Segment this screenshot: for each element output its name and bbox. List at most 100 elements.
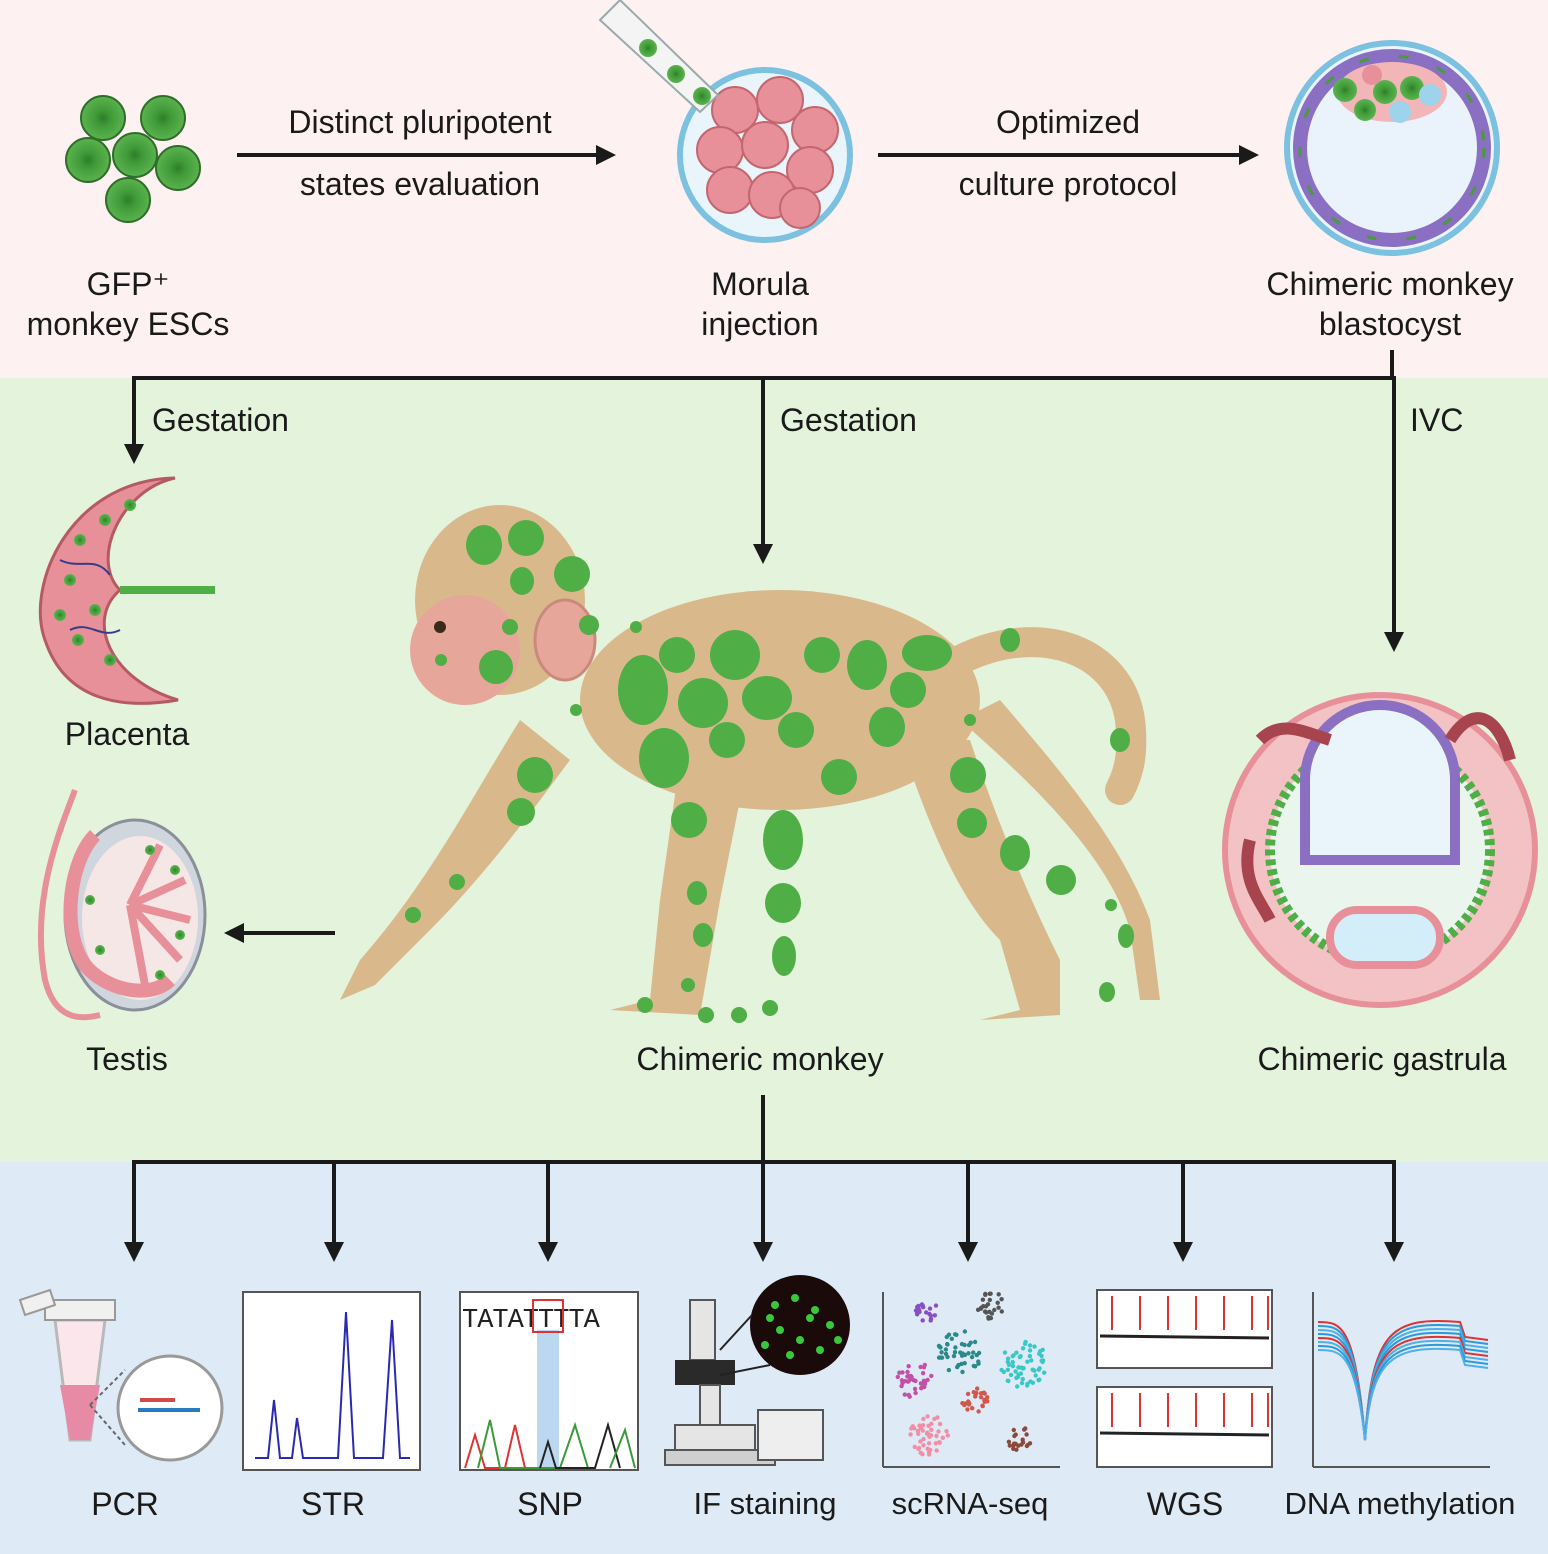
chimeric-gastrula-icon [1222,692,1538,1008]
arrow1-label-line1: Distinct pluripotent [288,104,552,140]
umap-point [920,1423,926,1428]
umap-point [960,1369,965,1375]
umap-point [956,1362,961,1368]
umap-point [976,1359,981,1364]
bottom-branch-connector [124,1095,1404,1262]
placenta-label: Placenta [64,716,190,752]
umap-point [1015,1374,1021,1380]
arrow2-label-line1: Optimized [995,104,1141,140]
morula-label-line1: Morula [711,266,809,302]
umap-point [933,1303,939,1308]
assay-label-dna-methylation: DNA methylation [1284,1486,1516,1521]
umap-point [973,1364,978,1369]
umap-point [913,1390,918,1396]
umap-point [949,1336,954,1342]
umap-point [973,1393,978,1399]
umap-point [945,1354,950,1360]
dna-methylation-icon [1312,1292,1490,1468]
umap-point [909,1426,914,1431]
umap-point [916,1446,921,1452]
pcr-tube-icon [18,1288,224,1462]
umap-point [920,1318,925,1323]
umap-point [995,1300,1000,1306]
umap-point [1005,1367,1010,1373]
umap-point [917,1423,922,1428]
scrna-umap-icon [882,1291,1060,1468]
umap-point [926,1441,932,1446]
umap-point [962,1402,967,1408]
assay-label-snp: SNP [517,1486,583,1522]
umap-point [919,1302,925,1307]
umap-point [918,1381,924,1386]
umap-point [971,1390,976,1395]
umap-point [928,1316,934,1321]
snp-sequence: TATATTTTA [462,1306,601,1336]
arrow2-label-line2: culture protocol [958,166,1178,202]
umap-point [1012,1433,1017,1439]
umap-point [1025,1381,1030,1387]
umap-point [944,1334,949,1340]
umap-point [1020,1346,1026,1351]
umap-point [965,1391,971,1397]
umap-point [920,1428,925,1433]
umap-point [926,1423,931,1429]
umap-point [966,1351,971,1356]
umap-point [1032,1344,1037,1349]
umap-point [925,1446,930,1452]
umap-point [962,1352,968,1358]
microscope-icon [664,1275,850,1466]
umap-point [921,1443,926,1448]
umap-point [1040,1347,1045,1353]
umap-point [1010,1359,1015,1365]
umap-point [940,1435,945,1441]
umap-point [917,1309,922,1315]
umap-point [974,1352,979,1358]
umap-point [1018,1371,1024,1376]
umap-point [906,1392,911,1398]
umap-point [1020,1440,1026,1445]
umap-point [962,1329,968,1334]
umap-point [924,1310,929,1315]
chimeric-gastrula-label: Chimeric gastrula [1257,1041,1507,1077]
umap-point [936,1355,942,1360]
umap-point [933,1441,938,1446]
umap-point [986,1316,991,1321]
assay-label-pcr: PCR [91,1486,159,1522]
umap-point [1019,1365,1024,1370]
umap-point [921,1365,927,1370]
umap-point [913,1378,918,1384]
placenta-icon [38,476,215,705]
umap-point [905,1369,910,1375]
arrow1-label-line2: states evaluation [299,166,541,202]
umap-point [1037,1366,1042,1371]
umap-point [929,1427,934,1433]
assay-label-scrna-seq: scRNA-seq [891,1486,1049,1521]
umap-point [978,1391,984,1396]
umap-point [895,1374,900,1380]
umap-point [1041,1358,1046,1363]
umap-point [932,1416,937,1422]
umap-point [1020,1376,1025,1382]
morula-label: Morula injection [640,264,880,344]
umap-point [1015,1384,1020,1389]
umap-point [1005,1359,1010,1365]
umap-point [976,1409,981,1414]
umap-point [937,1440,942,1445]
umap-point [915,1428,921,1434]
umap-point [1006,1378,1011,1384]
umap-point [958,1350,963,1355]
umap-point [945,1341,950,1347]
umap-point [980,1297,986,1302]
umap-point [975,1386,980,1391]
umap-point [912,1444,917,1450]
umap-point [971,1350,976,1355]
snp-sequencing-icon: TATATTTTA [459,1291,639,1471]
gestation-left-label: Gestation [152,402,289,438]
umap-point [925,1414,930,1419]
umap-point [1030,1380,1036,1386]
umap-point [1039,1353,1044,1359]
umap-point [1002,1350,1008,1355]
umap-point [1027,1343,1033,1348]
umap-point [985,1399,990,1404]
